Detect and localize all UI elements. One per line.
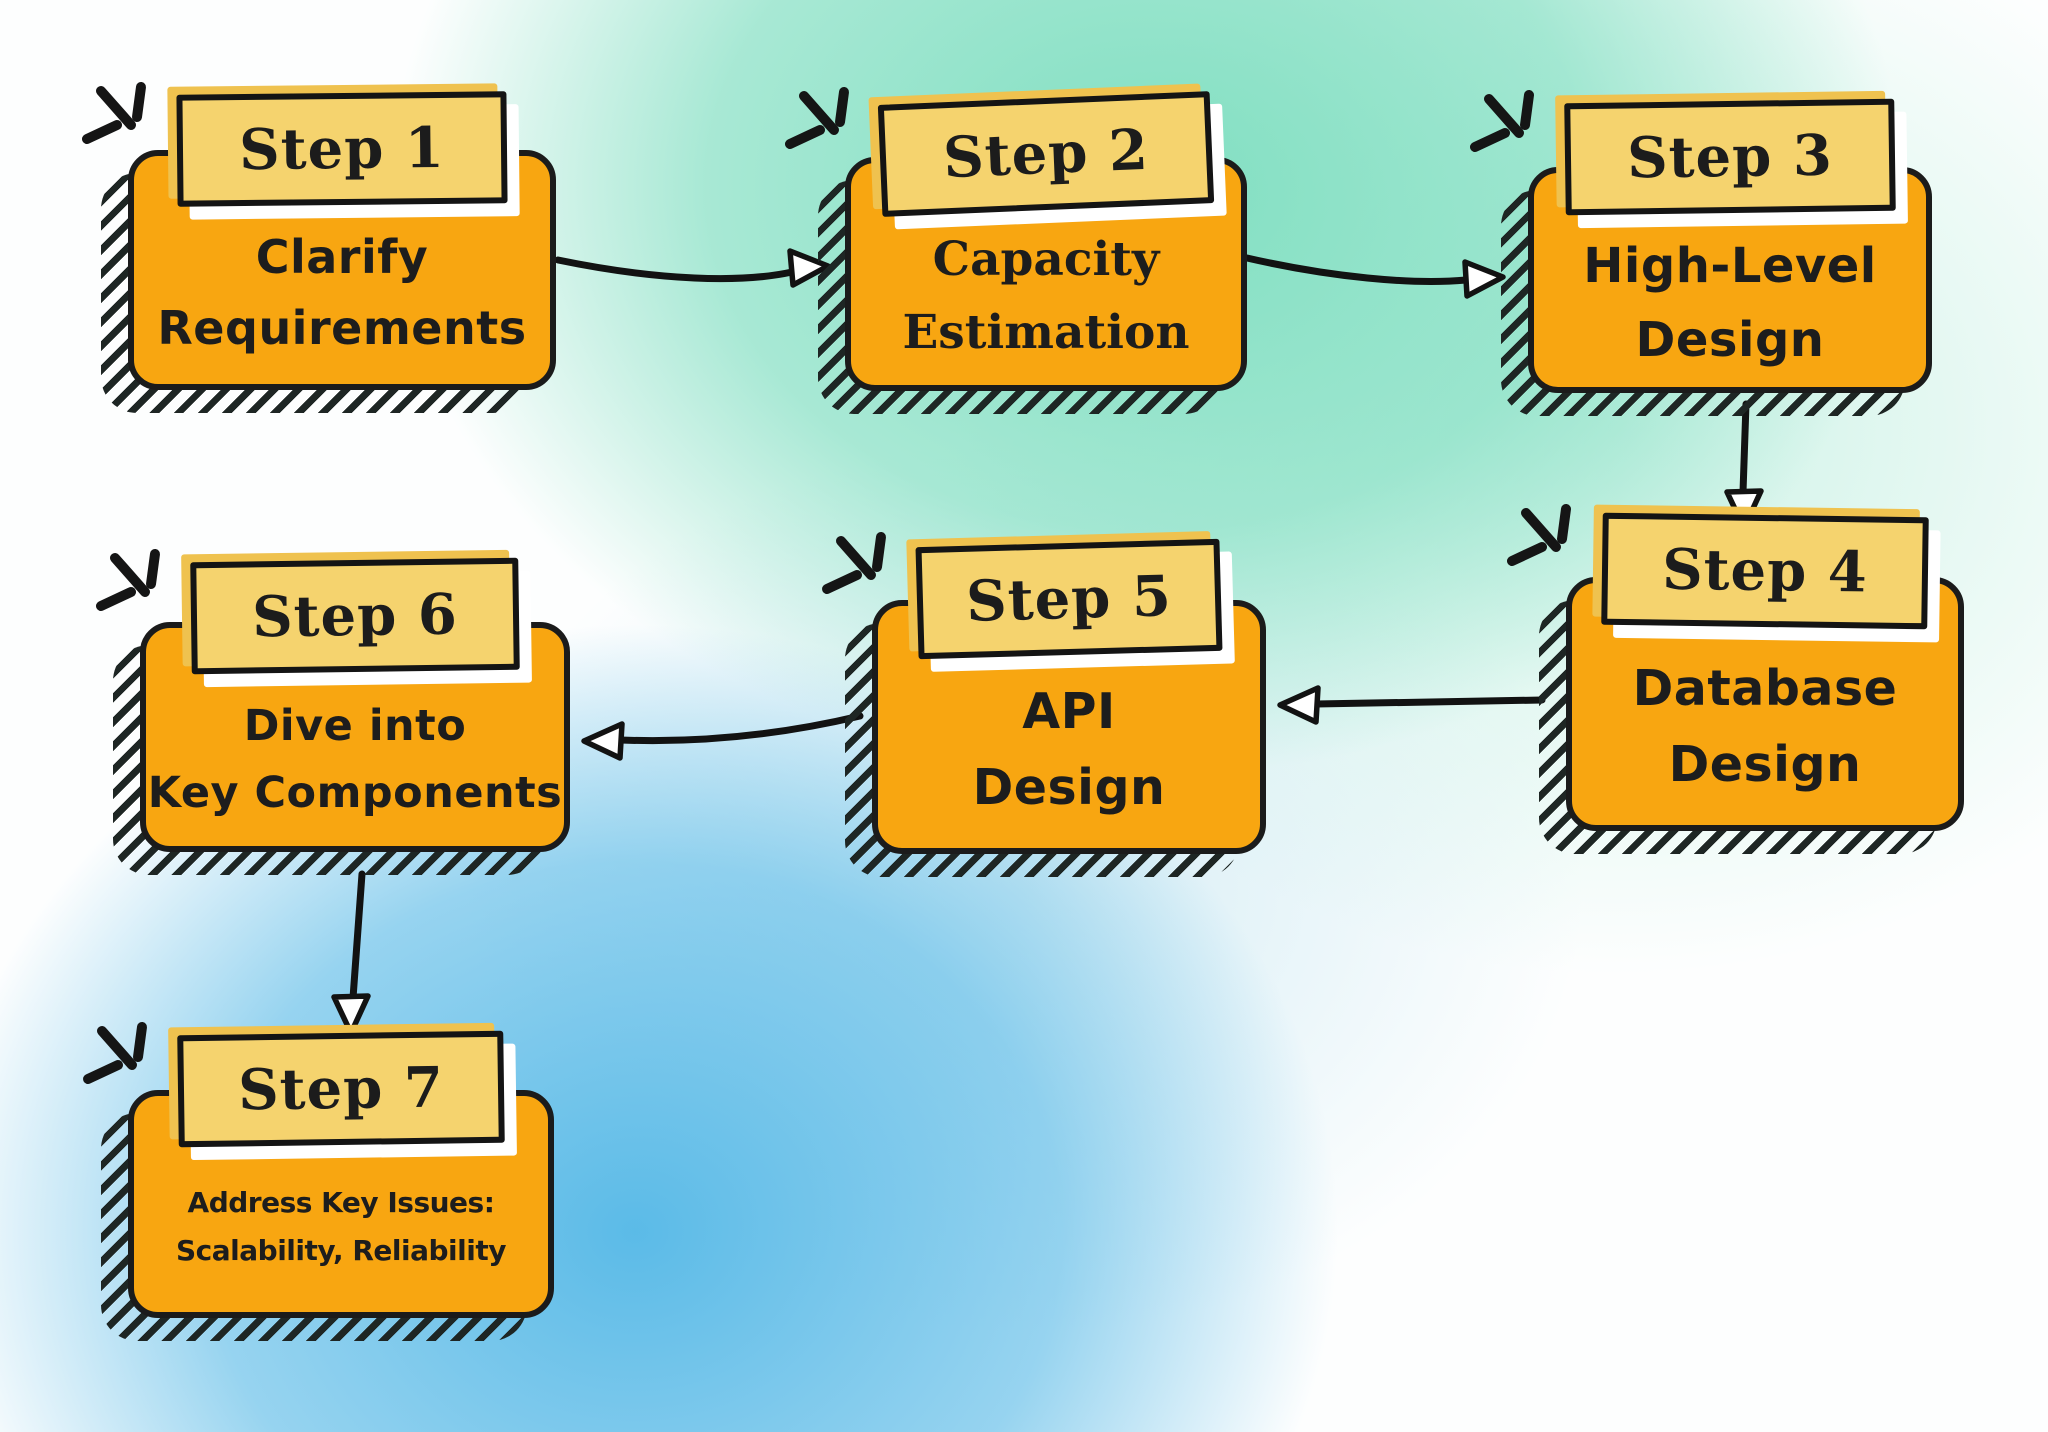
step-2-title: Capacity Estimation [902,224,1189,370]
arrow-step3-step4 [1724,400,1764,531]
step-5-label: Step 5 [915,538,1223,660]
step-3-title-line-1: High-Level [1583,237,1877,294]
step-2-title-line-2: Estimation [902,305,1190,360]
step-2-title-line-1: Capacity [932,232,1160,288]
step-2-label: Step 2 [877,91,1215,217]
step-2-label-text: Step 2 [941,116,1151,192]
step-6-title-line-1: Dive into [243,701,467,752]
step-7-title: Address Key Issues: Scalability, Reliabi… [176,1179,506,1274]
sparkle-icon [96,549,160,611]
arrow-step5-step6 [581,712,864,761]
step-1-title-line-2: Requirements [157,301,527,355]
sparkle-icon [822,532,886,594]
step-1-title: Clarify Requirements [157,222,526,365]
step-6-label-text: Step 6 [251,581,459,651]
step-7-label-text: Step 7 [237,1054,445,1124]
step-5-title: API Design [973,674,1166,826]
step-3-label: Step 3 [1564,98,1896,216]
step-3-label-text: Step 3 [1626,122,1834,192]
sparkle-icon [1470,90,1534,152]
sparkle-icon [82,82,146,144]
arrow-step2-step3 [1243,254,1506,299]
step-1-card: Clarify Requirements Step 1 [82,82,556,413]
step-3-title-line-2: Design [1635,312,1825,368]
step-6-card: Dive into Key Components Step 6 [96,549,570,875]
step-5-card: API Design Step 5 [822,532,1266,877]
step-4-label-text: Step 4 [1661,536,1869,606]
arrow-step4-step5 [1277,685,1546,725]
step-2-card: Capacity Estimation Step 2 [785,87,1247,414]
step-3-card: High-Level Design Step 3 [1470,90,1932,416]
step-1-title-line-1: Clarify [255,229,429,284]
sparkle-icon [785,87,849,149]
step-5-title-line-1: API [1022,683,1116,741]
step-5-label-text: Step 5 [965,563,1173,635]
step-4-title-line-2: Design [1668,736,1862,793]
step-7-card: Address Key Issues: Scalability, Reliabi… [83,1022,554,1341]
step-6-title: Dive into Key Components [148,693,563,826]
arrow-step1-step2 [554,248,831,288]
sparkle-icon [83,1022,147,1084]
step-4-card: Database Design Step 4 [1507,504,1964,854]
arrow-step6-step7 [331,870,371,1036]
step-3-title: High-Level Design [1583,229,1877,378]
step-7-label: Step 7 [177,1030,505,1148]
step-4-label: Step 4 [1601,512,1929,630]
step-1-label-text: Step 1 [238,114,446,184]
step-7-title-line-2: Scalability, Reliability [176,1234,506,1267]
step-7-title-line-1: Address Key Issues: [187,1186,495,1220]
step-6-title-line-2: Key Components [147,768,563,818]
step-4-title: Database Design [1633,651,1898,803]
sparkle-icon [1507,504,1571,566]
step-5-title-line-2: Design [972,759,1166,816]
step-4-title-line-1: Database [1632,660,1898,718]
step-1-label: Step 1 [176,91,508,207]
step-6-label: Step 6 [190,557,520,675]
